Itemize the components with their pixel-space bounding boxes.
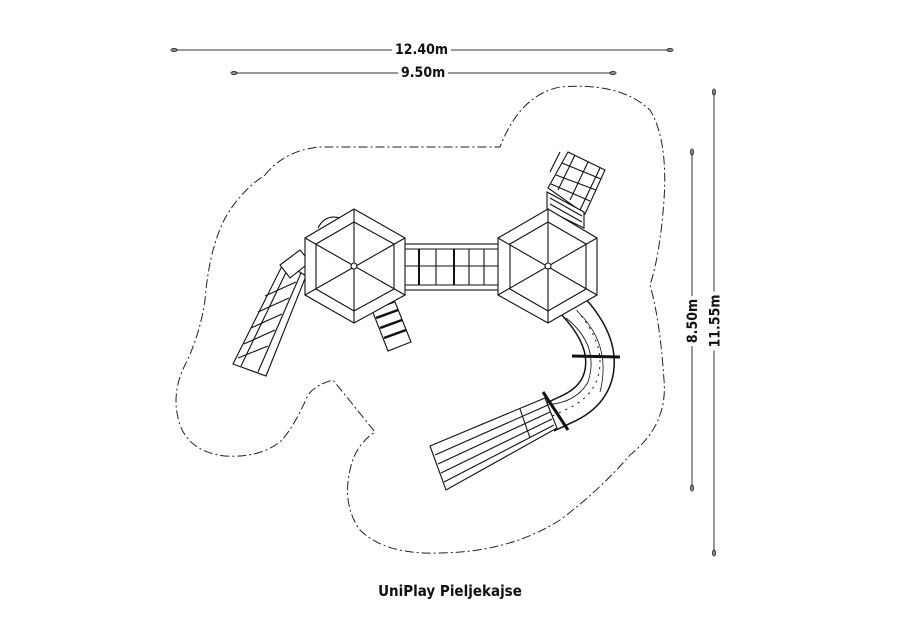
tube-slide (429, 294, 621, 491)
straight-slide-left (232, 216, 341, 377)
dim-label-overall-width: 12.40m (392, 42, 451, 58)
climbing-net (546, 151, 606, 229)
hexagon-roof-right (497, 208, 598, 324)
dim-label-overall-depth: 11.55m (707, 291, 724, 351)
bridge (401, 243, 501, 291)
dim-label-play-width: 9.50m (398, 65, 449, 81)
dim-label-play-depth: 8.50m (685, 295, 702, 347)
equipment (232, 151, 621, 491)
hexagon-roof-left (304, 208, 406, 324)
safety-zone-boundary (175, 85, 666, 554)
drawing-title: UniPlay Pieljekajse (378, 582, 522, 600)
